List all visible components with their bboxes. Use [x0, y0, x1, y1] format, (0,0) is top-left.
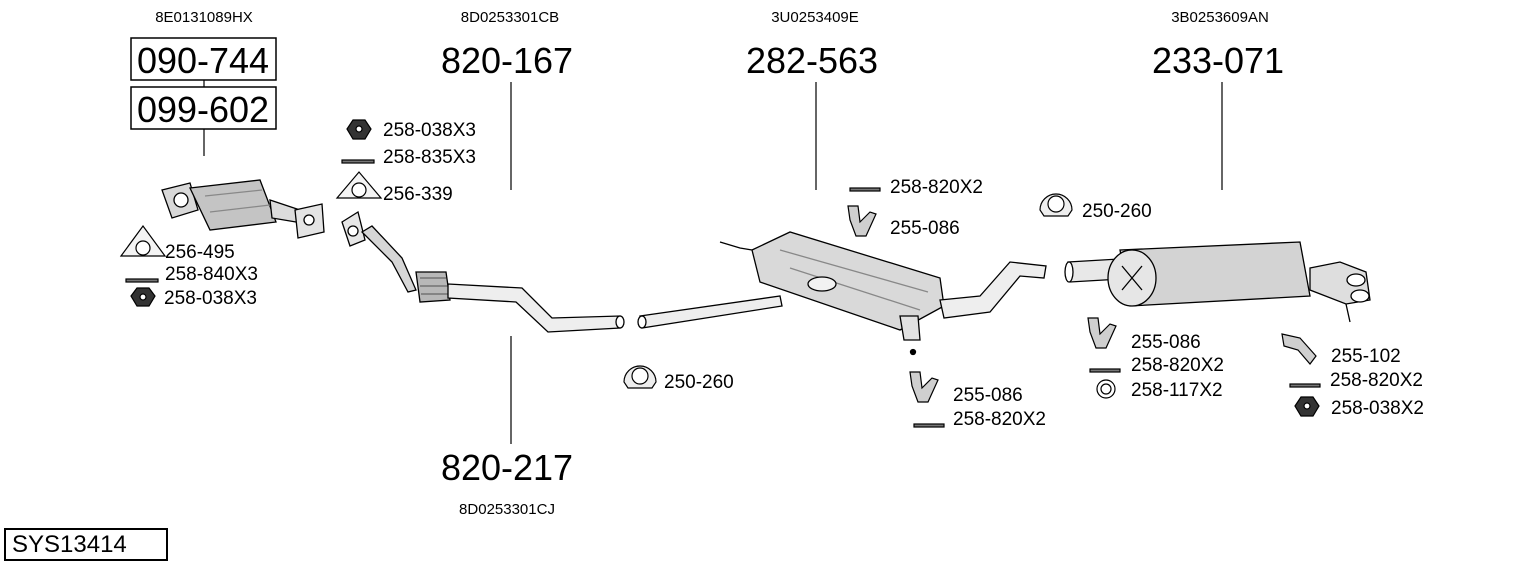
catalytic-converter-drawing: [161, 179, 325, 239]
hanger-icon: [909, 371, 939, 403]
label-258-820x2-b: 258-820X2: [953, 409, 1046, 430]
label-258-820x2-c: 258-820X2: [1131, 355, 1224, 376]
hardware-icons: [119, 119, 1321, 428]
oem-middle: 3U0253409E: [771, 9, 859, 26]
bolt-icon: [913, 423, 945, 428]
label-250-260-b: 250-260: [1082, 201, 1152, 222]
bolt-icon: [1089, 368, 1121, 373]
bolt-icon: [125, 278, 159, 283]
oem-rear-pipe: 8D0253301CJ: [459, 501, 555, 518]
part-cat-b: 099-602: [137, 89, 269, 130]
label-258-038x2: 258-038X2: [1331, 398, 1424, 419]
label-258-820x2: 258-820X2: [890, 177, 983, 198]
label-255-086: 255-086: [890, 218, 960, 239]
hanger-icon: [1087, 317, 1117, 349]
label-258-840x3: 258-840X3: [165, 264, 258, 285]
label-255-086-c: 255-086: [1131, 332, 1201, 353]
part-middle: 282-563: [746, 40, 878, 81]
bolt-icon: [849, 187, 881, 192]
label-258-835x3: 258-835X3: [383, 147, 476, 168]
label-258-038x3: 258-038X3: [164, 288, 257, 309]
middle-silencer-drawing: [637, 231, 1047, 356]
rear-silencer-drawing: [1064, 241, 1371, 323]
label-258-820x2-d: 258-820X2: [1330, 370, 1423, 391]
label-250-260: 250-260: [664, 372, 734, 393]
front-pipe-drawing: [341, 210, 625, 333]
bracket-icon: [1281, 333, 1317, 365]
part-rear-pipe: 820-217: [441, 447, 573, 488]
bolt-icon: [341, 159, 375, 164]
system-id-box: SYS13414: [4, 528, 168, 561]
oem-cat: 8E0131089HX: [155, 9, 253, 26]
bolt-icon: [1289, 383, 1321, 388]
part-cat-a: 090-744: [137, 40, 269, 81]
label-256-339: 256-339: [383, 184, 453, 205]
part-front-pipe: 820-167: [441, 40, 573, 81]
label-255-102: 255-102: [1331, 346, 1401, 367]
label-256-495: 256-495: [165, 242, 235, 263]
label-258-038x3-b: 258-038X3: [383, 120, 476, 141]
oem-rear: 3B0253609AN: [1171, 9, 1269, 26]
label-255-086-b: 255-086: [953, 385, 1023, 406]
label-258-117x2: 258-117X2: [1131, 380, 1223, 401]
oem-front-pipe: 8D0253301CB: [461, 9, 559, 26]
hanger-icon: [847, 205, 877, 237]
part-rear: 233-071: [1152, 40, 1284, 81]
